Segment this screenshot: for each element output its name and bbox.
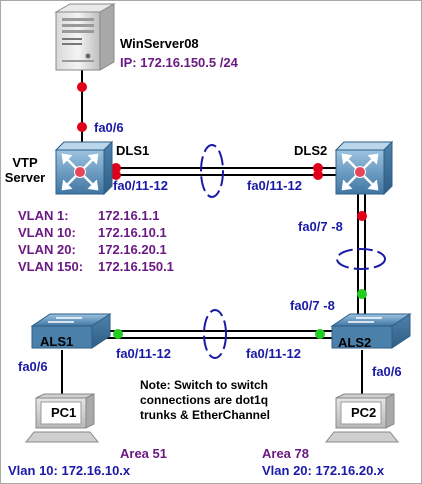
als2-pc-port-label: fa0/6 xyxy=(372,364,402,379)
link-dot-dls1-port xyxy=(77,122,87,132)
vlan-ip: 172.16.20.1 xyxy=(98,242,167,257)
switch-icon-als2 xyxy=(330,313,412,349)
pc2-vlan: Vlan 20: 172.16.20.x xyxy=(262,463,385,478)
pc2-area: Area 78 xyxy=(262,446,309,461)
multilayer-switch-icon-dls2 xyxy=(334,140,394,196)
server-ip: IP: 172.16.150.5 /24 xyxy=(120,55,238,70)
als2-trunk-port-label: fa0/11-12 xyxy=(246,346,301,361)
dls2-down-port-label: fa0/7 -8 xyxy=(298,219,343,234)
link-dot-als1-trunk xyxy=(113,329,123,339)
etherchannel-oval-als xyxy=(203,309,227,359)
etherchannel-oval-dls xyxy=(200,144,224,198)
note-line: Note: Switch to switch xyxy=(140,378,269,392)
vlan-label: VLAN 1: xyxy=(18,208,69,223)
dls2-name: DLS2 xyxy=(294,143,328,158)
switch-icon-als1 xyxy=(30,313,112,349)
als2-name: ALS2 xyxy=(338,335,372,350)
server-icon xyxy=(54,3,116,71)
dls1-trunk-port-label: fa0/11-12 xyxy=(113,178,168,193)
vlan-ip: 172.16.150.1 xyxy=(98,259,174,274)
link-als1-als2-etherchannel xyxy=(105,330,332,339)
note-line: trunks & EtherChannel xyxy=(140,408,271,422)
etherchannel-oval-vertical xyxy=(336,248,386,270)
server-name: WinServer08 xyxy=(120,36,199,51)
vlan-ip: 172.16.10.1 xyxy=(98,225,167,240)
vlan-ip: 172.16.1.1 xyxy=(98,208,160,223)
pc1-vlan: Vlan 10: 172.16.10.x xyxy=(8,463,131,478)
vlan-label: VLAN 20: xyxy=(18,242,76,257)
pc2-name: PC2 xyxy=(351,405,377,420)
pc1-area: Area 51 xyxy=(120,446,167,461)
link-dot-dls1-trunk-b xyxy=(111,170,121,180)
link-dot-als2-up xyxy=(357,289,367,299)
pc-icon-pc1 xyxy=(24,393,100,443)
link-dot-als2-trunk xyxy=(315,329,325,339)
link-dot-dls2-trunk-a xyxy=(313,163,323,173)
server-port-label: fa0/6 xyxy=(94,120,124,135)
dls1-name: DLS1 xyxy=(116,143,150,158)
pc1-name: PC1 xyxy=(51,405,77,420)
vlan-label: VLAN 10: xyxy=(18,225,76,240)
link-dot-dls2-down xyxy=(357,211,367,221)
link-dot-dls1-trunk-a xyxy=(111,163,121,173)
als1-trunk-port-label: fa0/11-12 xyxy=(116,346,171,361)
als2-up-port-label: fa0/7 -8 xyxy=(290,298,335,313)
link-dot-server xyxy=(77,82,87,92)
link-dls2-als2-etherchannel xyxy=(357,184,366,325)
pc-icon-pc2 xyxy=(324,393,400,443)
link-dot-dls2-trunk-b xyxy=(313,170,323,180)
als1-name: ALS1 xyxy=(40,334,74,349)
trunk-note: Note: Switch to switch connections are d… xyxy=(140,378,270,423)
note-line: connections are dot1q xyxy=(140,393,269,407)
vtp-server-label: VTP Server xyxy=(4,155,46,185)
multilayer-switch-icon-dls1 xyxy=(54,140,114,196)
als1-pc-port-label: fa0/6 xyxy=(18,359,48,374)
vlan-label: VLAN 150: xyxy=(18,259,84,274)
dls2-trunk-port-label: fa0/11-12 xyxy=(247,178,302,193)
